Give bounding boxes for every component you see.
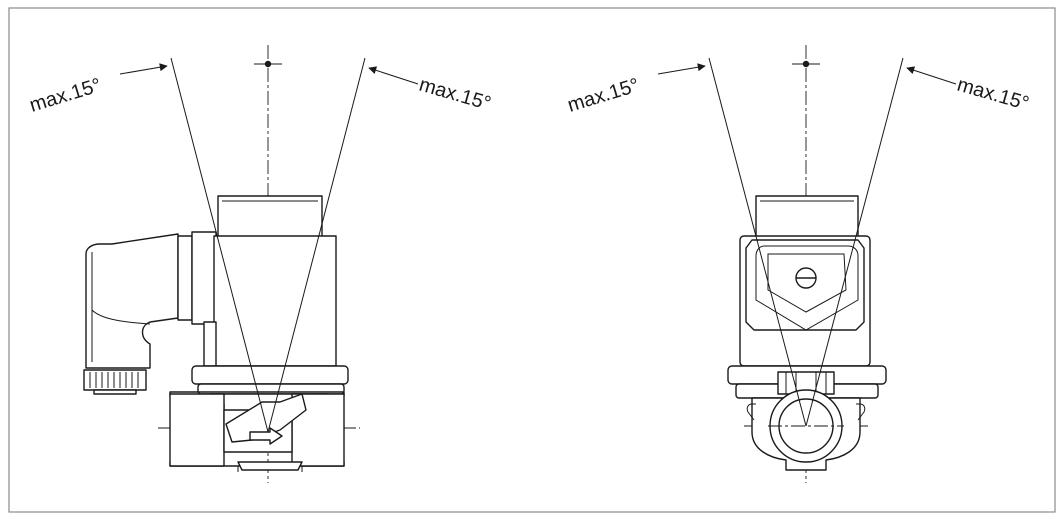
side-view-right-limit-line <box>267 57 366 433</box>
front-view-pivot-dot <box>802 60 810 68</box>
knurled-screw <box>83 369 147 391</box>
side-view: max.15° max.15° <box>27 45 493 483</box>
front-view-left-angle-label: max.15° <box>565 74 642 117</box>
side-view-right-angle-label: max.15° <box>417 74 494 115</box>
front-view-right-limit-line <box>805 57 904 427</box>
side-view-left-angle-arrow <box>119 63 168 75</box>
front-view-left-angle-arrow <box>657 63 706 75</box>
front-view: max.15° max.15° <box>565 45 1031 483</box>
front-view-right-angle-arrow <box>906 66 957 85</box>
side-view-right-angle-arrow <box>368 66 419 85</box>
side-view-pivot-dot <box>264 60 272 68</box>
front-view-right-angle-label: max.15° <box>955 74 1032 115</box>
side-view-left-angle-label: max.15° <box>27 74 104 117</box>
diagram-frame <box>8 7 1056 513</box>
front-valve-body <box>727 365 887 471</box>
valve-body <box>169 365 349 472</box>
flow-direction-arrow <box>249 427 283 445</box>
solenoid-coil <box>203 195 337 367</box>
side-view-left-limit-line <box>170 57 269 433</box>
front-view-left-limit-line <box>708 57 807 427</box>
front-coil <box>739 195 871 367</box>
connector-plug <box>83 231 217 395</box>
